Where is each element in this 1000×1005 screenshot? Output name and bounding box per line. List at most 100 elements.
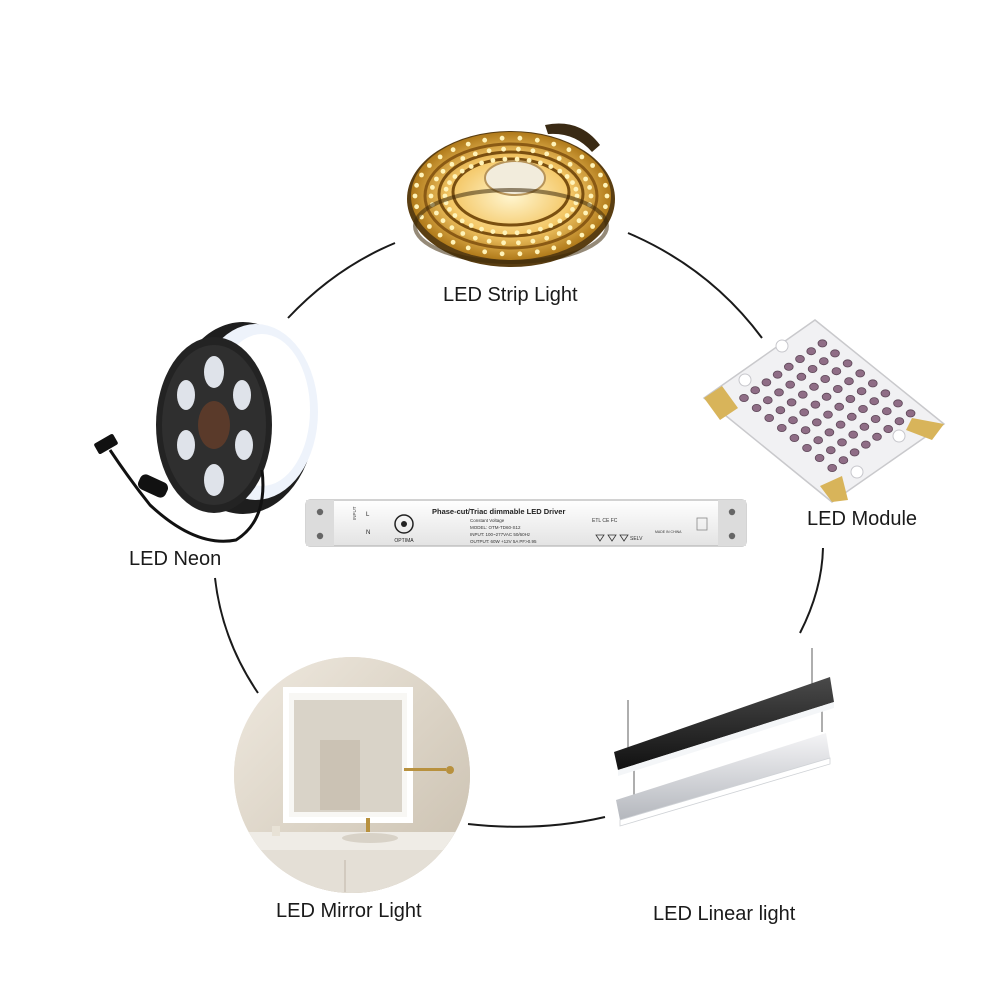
strip-led-dot	[516, 146, 521, 152]
module-led-chip	[751, 403, 762, 412]
module-led-chip	[846, 412, 857, 421]
strip-led-dot	[557, 168, 563, 174]
strip-led-dot	[603, 182, 608, 188]
module-led-chip	[810, 400, 821, 409]
strip-led-dot	[447, 180, 452, 186]
strip-led-dot	[479, 160, 484, 166]
strip-led-dot	[590, 163, 595, 168]
module-led-chip	[844, 377, 854, 386]
strip-led-dot	[544, 235, 550, 241]
strip-led-dot	[590, 224, 595, 229]
label-led-strip-light: LED Strip Light	[443, 284, 578, 306]
module-led-chip	[872, 432, 882, 441]
arc-module-linear	[799, 547, 824, 634]
strip-led-dot	[490, 229, 496, 235]
strip-led-dot	[551, 141, 557, 147]
module-led-chip	[788, 416, 798, 425]
strip-led-dot	[579, 232, 585, 238]
module-led-chip	[802, 443, 812, 452]
arc-linear-mirror	[467, 816, 606, 828]
module-led-chip	[905, 409, 916, 418]
strip-led-dot	[465, 245, 471, 251]
strip-led-dot	[427, 163, 432, 168]
strip-led-dot	[556, 231, 562, 236]
led-module-image	[702, 319, 946, 503]
driver-cert-marks: ETL CE FC	[592, 518, 618, 524]
module-led-chip	[814, 453, 825, 462]
module-led-chip	[772, 370, 783, 379]
led-driver-image: OPTIMA INPUT L N Phase-cut/Triac dimmabl…	[305, 499, 747, 547]
strip-led-dot	[530, 238, 536, 244]
strip-led-dot	[501, 240, 506, 246]
module-led-chip	[831, 367, 842, 376]
module-led-chip	[817, 339, 828, 348]
strip-led-dot	[514, 230, 520, 236]
strip-led-dot	[437, 232, 443, 238]
strip-led-dot	[479, 226, 484, 232]
strip-led-dot	[534, 249, 540, 255]
strip-led-dot	[567, 161, 573, 167]
module-led-chip	[775, 406, 786, 415]
strip-led-dot	[459, 168, 465, 174]
strip-led-dot	[556, 156, 562, 161]
module-led-chip	[837, 438, 847, 447]
strip-led-dot	[604, 193, 610, 199]
module-led-chip	[799, 408, 809, 417]
strip-led-dot	[414, 182, 419, 188]
strip-led-dot	[442, 193, 448, 199]
strip-led-dot	[459, 218, 465, 224]
driver-input-tag: INPUT	[352, 506, 357, 520]
strip-led-dot	[452, 174, 458, 179]
strip-led-dot	[434, 210, 439, 216]
arc-neon-strip	[287, 242, 396, 319]
strip-led-dot	[449, 225, 455, 231]
module-led-chip	[764, 413, 774, 422]
driver-made-in: MADE IN CHINA	[655, 530, 682, 534]
module-led-chip	[870, 414, 881, 423]
module-led-chip	[824, 428, 835, 437]
module-led-chip	[776, 423, 787, 432]
module-led-chip	[807, 364, 818, 373]
strip-led-dot	[579, 154, 585, 160]
strip-led-dot	[570, 207, 575, 212]
driver-terminal-l: L	[366, 512, 370, 518]
strip-led-dot	[428, 193, 434, 199]
label-led-mirror-light: LED Mirror Light	[276, 900, 422, 922]
strip-led-dot	[490, 158, 496, 163]
strip-led-dot	[486, 148, 492, 154]
strip-led-dot	[526, 229, 532, 235]
module-led-chip	[867, 379, 878, 388]
strip-led-dot	[472, 151, 478, 157]
module-led-chip	[883, 424, 893, 433]
driver-input: INPUT: 100~277VAC 50/60Hz	[470, 532, 531, 537]
module-led-chip	[842, 359, 853, 368]
strip-led-dot	[573, 186, 579, 192]
strip-led-dot	[427, 224, 432, 229]
strip-led-dot	[514, 156, 520, 162]
strip-led-dot	[460, 231, 466, 236]
strip-led-dot	[437, 154, 443, 160]
strip-led-dot	[576, 218, 582, 224]
strip-led-dot	[544, 151, 550, 157]
strip-led-dot	[517, 135, 523, 141]
strip-led-dot	[499, 251, 505, 257]
strip-led-dot	[450, 147, 456, 153]
strip-led-dot	[583, 210, 588, 216]
led-mirror-light-image	[234, 657, 470, 893]
strip-led-dot	[447, 207, 452, 212]
cycle-arcs	[214, 232, 824, 828]
strip-led-dot	[566, 147, 572, 153]
strip-led-dot	[440, 168, 446, 174]
module-led-chip	[811, 418, 822, 427]
module-led-chip	[855, 369, 865, 378]
strip-led-dot	[548, 164, 554, 169]
driver-output: OUTPUT: 60W +12V 5A PF>0.95	[470, 539, 537, 544]
driver-terminal-n: N	[366, 530, 370, 536]
module-led-chip	[761, 378, 772, 387]
strip-led-dot	[419, 172, 424, 178]
strip-led-dot	[574, 193, 580, 199]
strip-led-dot	[450, 239, 456, 245]
strip-led-dot	[526, 158, 532, 163]
strip-led-dot	[583, 176, 588, 182]
